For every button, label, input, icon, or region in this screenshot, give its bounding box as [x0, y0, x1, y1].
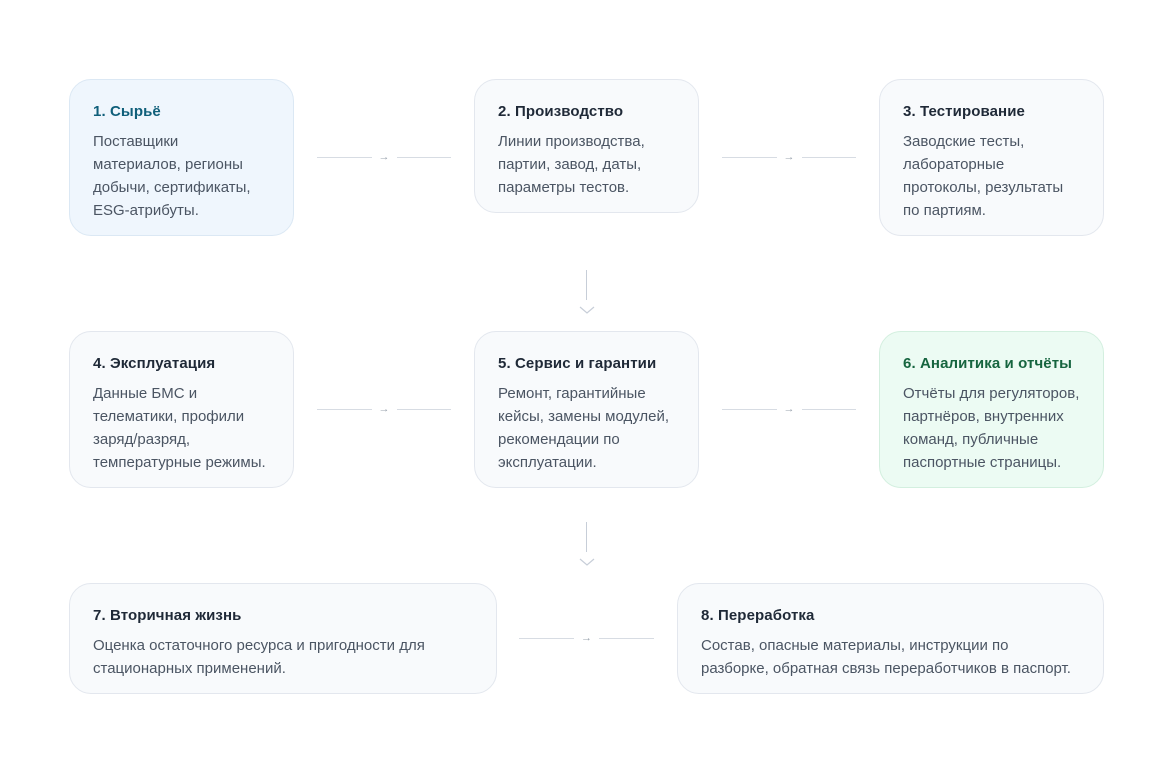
step-title: 3. Тестирование	[903, 103, 1025, 120]
step-title: 6. Аналитика и отчёты	[903, 355, 1073, 372]
flow-arrow-down-1	[577, 270, 597, 318]
step-card-4: 4. Эксплуатация Данные БМС и телематики,…	[69, 331, 294, 488]
right-arrow-icon: →	[783, 151, 795, 163]
flow-arrow-down-2	[577, 522, 597, 570]
step-title: 7. Вторичная жизнь	[93, 607, 242, 624]
step-card-3: 3. Тестирование Заводские тесты, лаборат…	[879, 79, 1104, 236]
step-title: 8. Переработка	[701, 607, 815, 624]
step-title: 4. Эксплуатация	[93, 355, 216, 372]
connector-line	[396, 408, 451, 410]
step-title: 2. Производство	[498, 103, 624, 120]
step-description: Отчёты для регуляторов, партнёров, внутр…	[903, 385, 1080, 471]
right-arrow-icon: →	[378, 403, 390, 415]
connector-line	[317, 408, 372, 410]
step-card-8: 8. Переработка Состав, опасные материалы…	[677, 583, 1104, 694]
step-description: Состав, опасные материалы, инструкции по…	[701, 637, 1071, 677]
connector-line	[317, 156, 372, 158]
connector-line	[722, 156, 777, 158]
connector-line	[586, 522, 587, 552]
step-card-6: 6. Аналитика и отчёты Отчёты для регулят…	[879, 331, 1104, 488]
connector-line	[599, 637, 654, 639]
connector-line	[519, 637, 574, 639]
step-description: Ремонт, гарантийные кейсы, замены модуле…	[498, 385, 670, 471]
flow-arrow-5-6: →	[722, 403, 856, 415]
step-description: Линии производства, партии, завод, даты,…	[498, 133, 645, 196]
step-description: Оценка остаточного ресурса и пригодности…	[93, 637, 425, 677]
right-arrow-icon: →	[783, 403, 795, 415]
step-card-5: 5. Сервис и гарантии Ремонт, гарантийные…	[474, 331, 699, 488]
step-card-7: 7. Вторичная жизнь Оценка остаточного ре…	[69, 583, 497, 694]
step-description: Поставщики материалов, регионы добычи, с…	[93, 133, 251, 219]
step-title: 5. Сервис и гарантии	[498, 355, 657, 372]
step-card-2: 2. Производство Линии производства, парт…	[474, 79, 699, 213]
chevron-down-icon	[579, 306, 595, 314]
flow-arrow-4-5: →	[317, 403, 451, 415]
step-card-1: 1. Сырьё Поставщики материалов, регионы …	[69, 79, 294, 236]
connector-line	[586, 270, 587, 300]
flow-arrow-7-8: →	[519, 632, 654, 644]
right-arrow-icon: →	[581, 632, 592, 644]
connector-line	[801, 156, 856, 158]
step-description: Данные БМС и телематики, профили заряд/р…	[93, 385, 266, 471]
connector-line	[396, 156, 451, 158]
step-description: Заводские тесты, лабораторные протоколы,…	[903, 133, 1064, 219]
flow-arrow-1-2: →	[317, 151, 451, 163]
flow-arrow-2-3: →	[722, 151, 856, 163]
connector-line	[722, 408, 777, 410]
connector-line	[801, 408, 856, 410]
step-title: 1. Сырьё	[93, 103, 161, 120]
chevron-down-icon	[579, 558, 595, 566]
right-arrow-icon: →	[378, 151, 390, 163]
